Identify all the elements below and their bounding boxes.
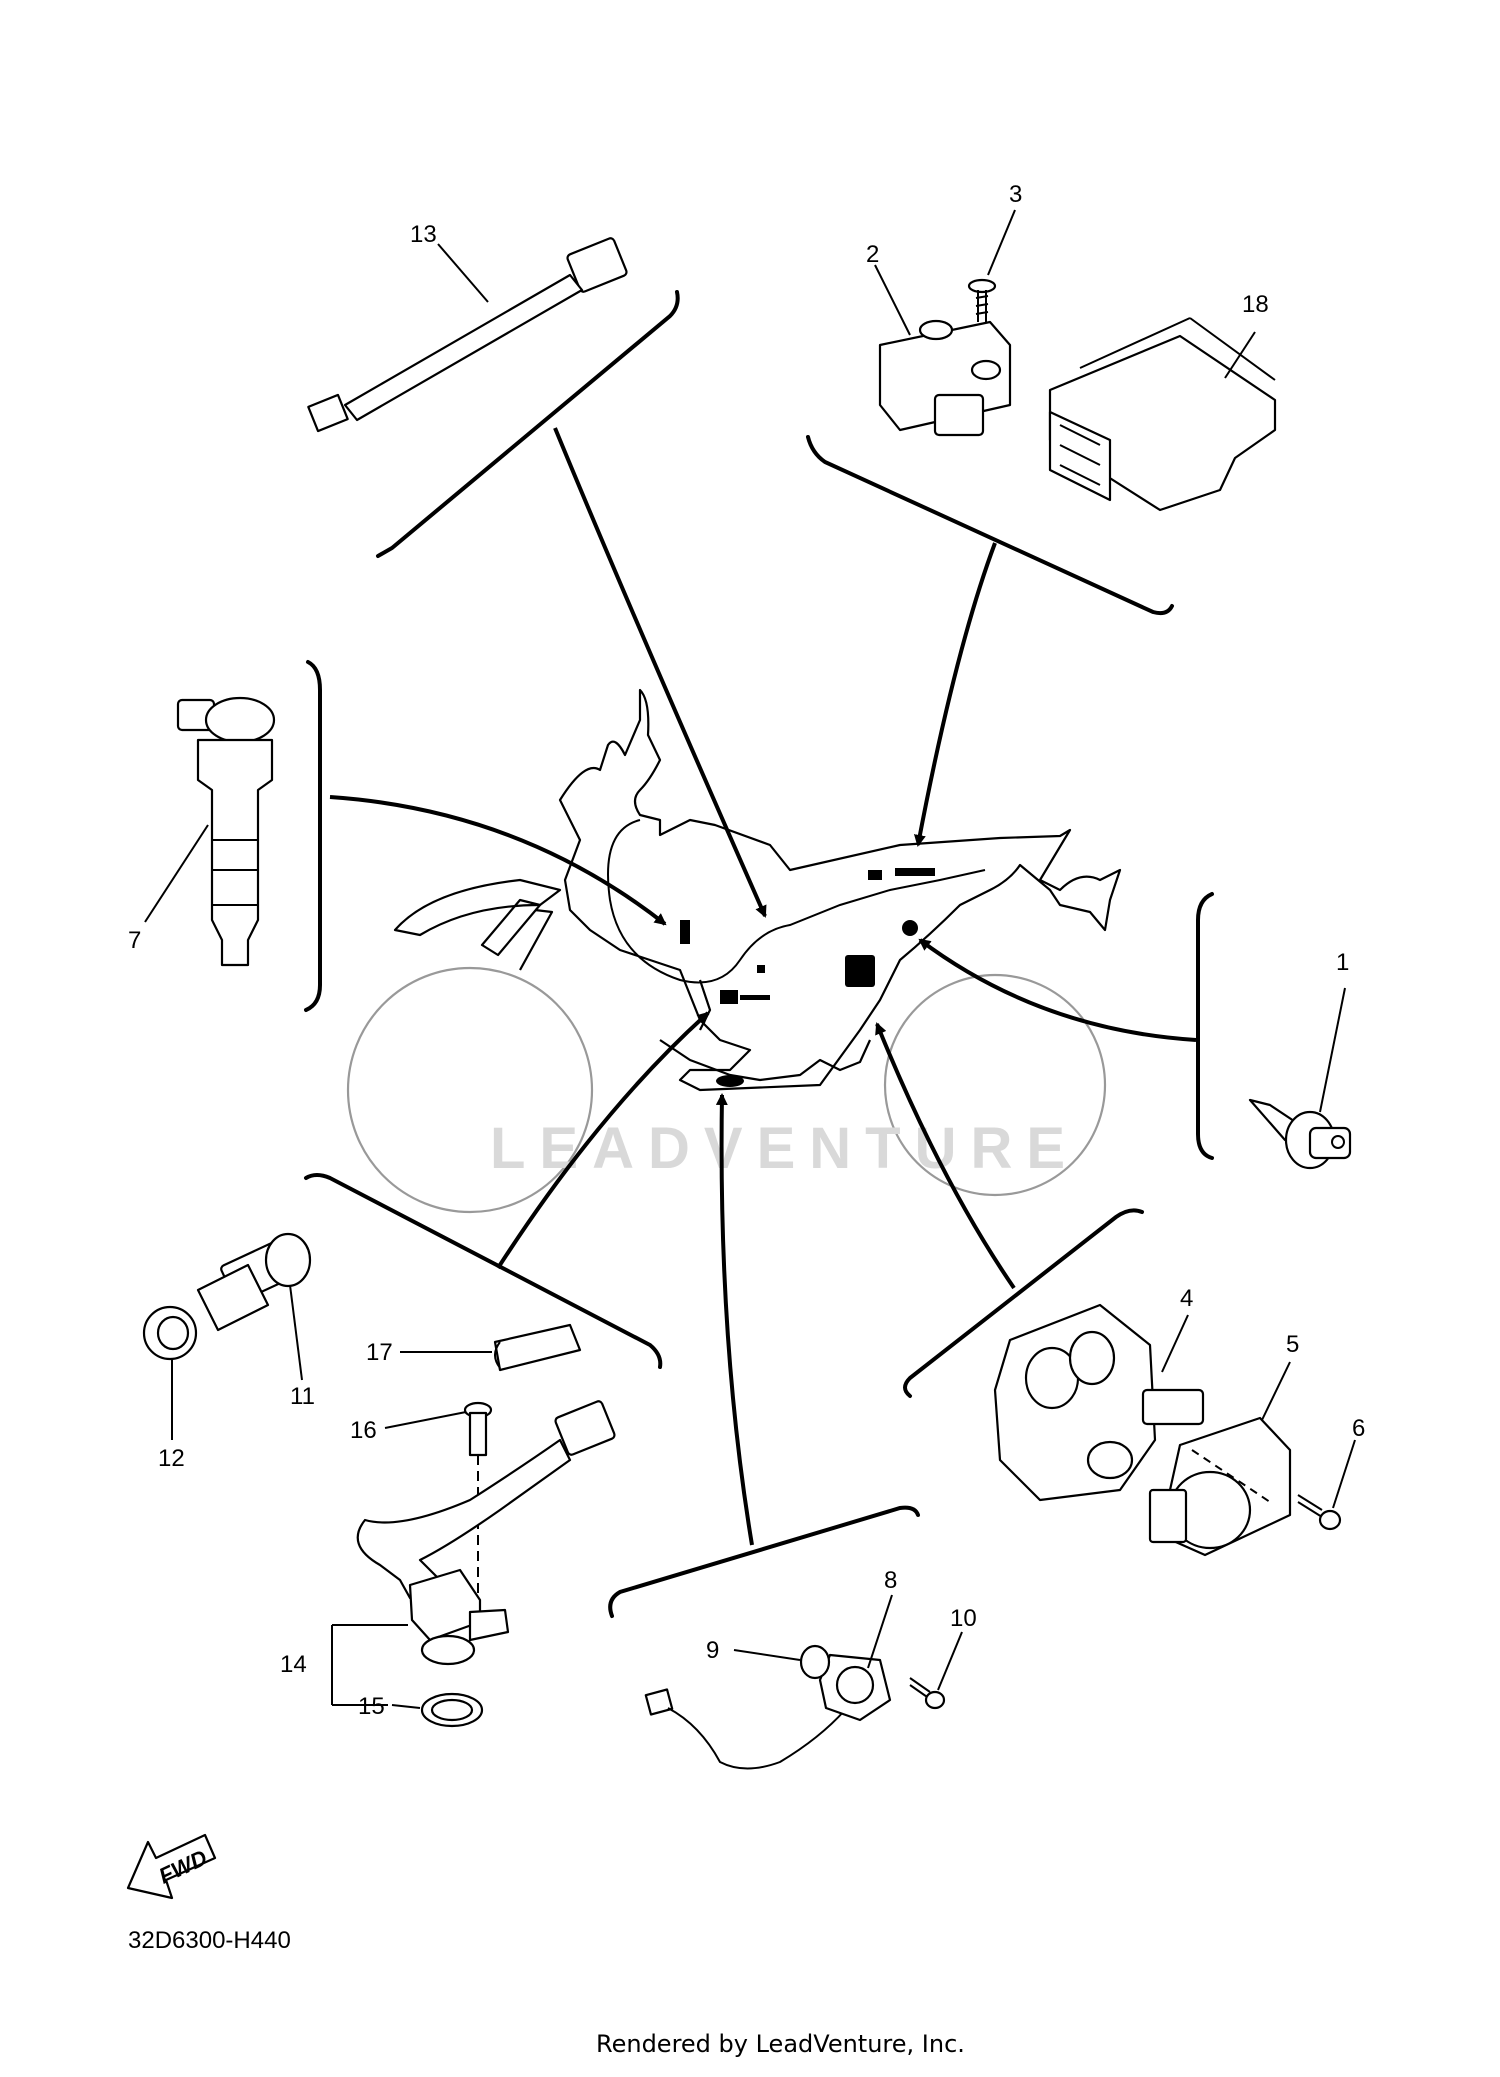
callout-line-10 bbox=[937, 1631, 963, 1691]
diagram-code: 32D6300-H440 bbox=[128, 1927, 291, 1954]
part-10-bolt bbox=[909, 1677, 946, 1710]
bike-mark-harness bbox=[895, 868, 935, 876]
part-11-sensor bbox=[196, 1232, 312, 1332]
bracket-13 bbox=[376, 290, 680, 558]
part-13-wire-lead bbox=[307, 237, 628, 433]
leader-7 bbox=[329, 795, 667, 926]
callout-11: 11 bbox=[290, 1383, 315, 1410]
callout-line-6 bbox=[1332, 1439, 1356, 1509]
part-4-throttle-body bbox=[993, 1303, 1205, 1502]
callout-line-7 bbox=[144, 824, 209, 923]
callout-6: 6 bbox=[1352, 1415, 1365, 1442]
callout-line-4 bbox=[1161, 1314, 1189, 1373]
callout-18: 18 bbox=[1242, 291, 1269, 318]
callout-line-11 bbox=[289, 1284, 303, 1381]
part-15-o-ring bbox=[420, 1692, 484, 1728]
callout-line-5 bbox=[1261, 1361, 1291, 1421]
callout-line-16 bbox=[384, 1411, 467, 1429]
callout-line-2 bbox=[874, 264, 911, 336]
bike-mark-sensor-b bbox=[740, 995, 770, 1000]
callout-9: 9 bbox=[706, 1637, 719, 1664]
leader-1 bbox=[918, 938, 1197, 1042]
front-wheel bbox=[346, 966, 594, 1214]
footer-credit: Rendered by LeadVenture, Inc. bbox=[596, 2030, 965, 2058]
front-fork bbox=[480, 898, 554, 971]
callout-line-13 bbox=[437, 243, 489, 303]
callout-line-1 bbox=[1319, 987, 1346, 1113]
bracket-7 bbox=[304, 660, 322, 1012]
callout-15: 15 bbox=[358, 1693, 385, 1720]
callout-10: 10 bbox=[950, 1605, 977, 1632]
bike-harness-line bbox=[607, 819, 986, 984]
bike-mark-ecu bbox=[868, 870, 882, 880]
callout-line-18 bbox=[1224, 331, 1256, 379]
callout-5: 5 bbox=[1286, 1331, 1299, 1358]
motorcycle-silhouette bbox=[346, 688, 1122, 1214]
callout-7: 7 bbox=[128, 927, 141, 954]
bike-mark-temp bbox=[902, 920, 918, 936]
part-7-ignition-coil bbox=[176, 696, 276, 967]
callout-12: 12 bbox=[158, 1445, 185, 1472]
callout-3: 3 bbox=[1009, 181, 1022, 208]
part-14-crank-sensor bbox=[356, 1400, 616, 1666]
callout-2: 2 bbox=[866, 241, 879, 268]
bike-mark-sensor bbox=[720, 990, 738, 1004]
rear-wheel bbox=[883, 973, 1107, 1197]
callout-16: 16 bbox=[350, 1417, 377, 1444]
part-3-screw bbox=[967, 278, 997, 322]
callout-1: 1 bbox=[1336, 949, 1349, 976]
fwd-arrow-icon: FWD bbox=[126, 1833, 217, 1900]
bike-mark-small bbox=[757, 965, 765, 973]
bracket-4 bbox=[903, 1208, 1144, 1398]
callout-14: 14 bbox=[280, 1651, 307, 1678]
callout-line-9 bbox=[733, 1649, 801, 1661]
callout-8: 8 bbox=[884, 1567, 897, 1594]
leader-13 bbox=[553, 427, 767, 918]
callout-line-15 bbox=[391, 1704, 421, 1709]
callout-4: 4 bbox=[1180, 1285, 1193, 1312]
callout-17: 17 bbox=[366, 1339, 393, 1366]
part-8-gear-sensor bbox=[644, 1653, 892, 1770]
part-18-ecu bbox=[1048, 317, 1277, 512]
part-9-o-ring bbox=[799, 1644, 831, 1680]
callout-line-3 bbox=[987, 209, 1016, 276]
part-16-bolt bbox=[463, 1401, 493, 1622]
bracket-11 bbox=[304, 1173, 663, 1369]
part-12-washer bbox=[142, 1305, 198, 1361]
leader-18 bbox=[913, 542, 997, 847]
frame-outline bbox=[558, 688, 1122, 1092]
front-fender bbox=[393, 878, 562, 937]
leader-11 bbox=[496, 1011, 710, 1270]
bracket-18 bbox=[806, 435, 1174, 616]
callout-line-8 bbox=[867, 1594, 893, 1669]
part-1-temperature-sensor bbox=[1248, 1098, 1352, 1170]
leader-8 bbox=[715, 1093, 754, 1546]
bracket-8 bbox=[608, 1505, 920, 1618]
part-6-screw bbox=[1297, 1494, 1342, 1531]
bike-mark-coil bbox=[680, 920, 690, 944]
bracket-1 bbox=[1196, 892, 1214, 1160]
bike-mark-gear bbox=[716, 1075, 744, 1087]
part-17-clamp bbox=[493, 1323, 582, 1372]
part-5-tps-sensor bbox=[1148, 1416, 1292, 1557]
callout-13: 13 bbox=[410, 221, 437, 248]
watermark: LEADVENTURE bbox=[490, 1116, 1079, 1181]
leader-4 bbox=[875, 1022, 1016, 1290]
part-2-sensor bbox=[878, 319, 1012, 437]
bike-mark-throttle bbox=[845, 955, 875, 987]
bracket-14-15 bbox=[331, 1624, 408, 1706]
